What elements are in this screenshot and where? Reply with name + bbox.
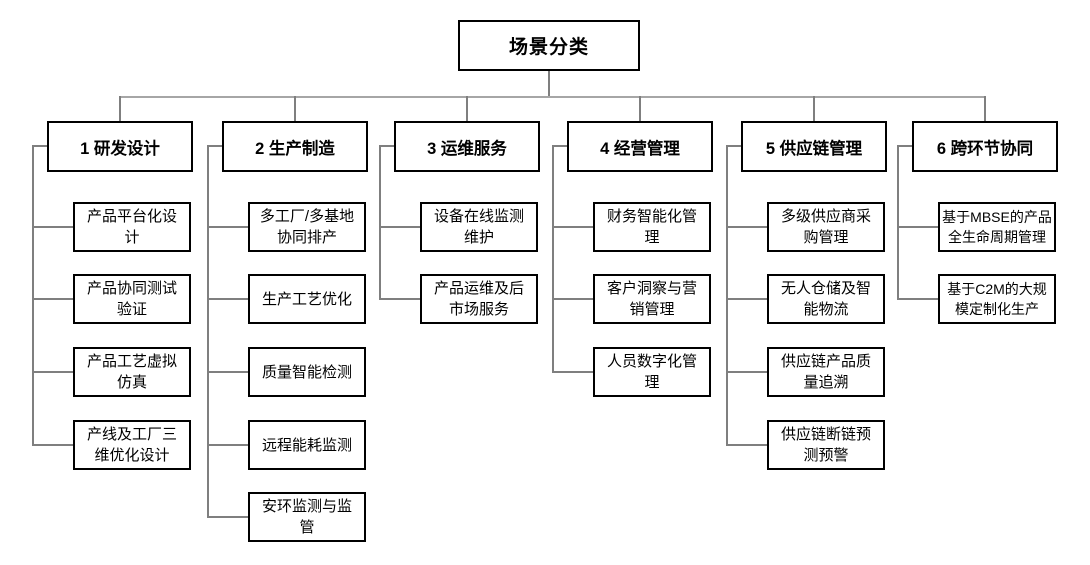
branch-6-header: 6 跨环节协同 (912, 121, 1058, 172)
connector-branch-3-elbow (379, 145, 394, 147)
connector-branch-4-spine (552, 145, 554, 372)
branch-2-child-4: 远程能耗监测 (248, 420, 366, 470)
connector-drop-branch-3 (466, 96, 468, 121)
connector-branch-6-spine (897, 145, 899, 299)
branch-1-header: 1 研发设计 (47, 121, 193, 172)
connector-branch-1-stub-3 (32, 371, 73, 373)
connector-branch-1-stub-4 (32, 444, 73, 446)
branch-4-child-3: 人员数字化管 理 (593, 347, 711, 397)
connector-branch-2-stub-3 (207, 371, 248, 373)
connector-branch-6-elbow (897, 145, 912, 147)
connector-drop-branch-4 (639, 96, 641, 121)
connector-branch-2-stub-2 (207, 298, 248, 300)
connector-branch-2-stub-4 (207, 444, 248, 446)
connector-trunk (119, 96, 986, 98)
connector-drop-branch-6 (984, 96, 986, 121)
connector-branch-1-stub-2 (32, 298, 73, 300)
branch-4-header: 4 经营管理 (567, 121, 713, 172)
branch-6-child-2: 基于C2M的大规 模定制化生产 (938, 274, 1056, 324)
connector-branch-3-stub-1 (379, 226, 420, 228)
connector-branch-6-stub-2 (897, 298, 938, 300)
branch-1-child-3: 产品工艺虚拟 仿真 (73, 347, 191, 397)
connector-root-stem (548, 71, 550, 97)
connector-branch-2-elbow (207, 145, 222, 147)
branch-5-header: 5 供应链管理 (741, 121, 887, 172)
connector-branch-1-elbow (32, 145, 47, 147)
connector-branch-4-elbow (552, 145, 567, 147)
connector-branch-1-stub-1 (32, 226, 73, 228)
connector-branch-5-stub-2 (726, 298, 767, 300)
connector-branch-6-stub-1 (897, 226, 938, 228)
branch-1-child-1: 产品平台化设 计 (73, 202, 191, 252)
connector-drop-branch-2 (294, 96, 296, 121)
branch-2-child-1: 多工厂/多基地 协同排产 (248, 202, 366, 252)
connector-branch-5-stub-1 (726, 226, 767, 228)
connector-branch-2-spine (207, 145, 209, 517)
branch-3-child-1: 设备在线监测 维护 (420, 202, 538, 252)
branch-4-child-1: 财务智能化管 理 (593, 202, 711, 252)
node-root-scene-classification: 场景分类 (458, 20, 640, 71)
branch-3-header: 3 运维服务 (394, 121, 540, 172)
branch-5-child-4: 供应链断链预 测预警 (767, 420, 885, 470)
connector-branch-5-stub-3 (726, 371, 767, 373)
connector-branch-2-stub-1 (207, 226, 248, 228)
branch-5-child-3: 供应链产品质 量追溯 (767, 347, 885, 397)
connector-branch-5-stub-4 (726, 444, 767, 446)
branch-6-child-1: 基于MBSE的产品 全生命周期管理 (938, 202, 1056, 252)
connector-branch-1-spine (32, 145, 34, 445)
branch-5-child-2: 无人仓储及智 能物流 (767, 274, 885, 324)
branch-3-child-2: 产品运维及后 市场服务 (420, 274, 538, 324)
branch-1-child-2: 产品协同测试 验证 (73, 274, 191, 324)
connector-branch-3-spine (379, 145, 381, 299)
connector-branch-4-stub-1 (552, 226, 593, 228)
branch-2-header: 2 生产制造 (222, 121, 368, 172)
branch-5-child-1: 多级供应商采 购管理 (767, 202, 885, 252)
connector-drop-branch-5 (813, 96, 815, 121)
branch-4-child-2: 客户洞察与营 销管理 (593, 274, 711, 324)
branch-1-child-4: 产线及工厂三 维优化设计 (73, 420, 191, 470)
connector-branch-2-stub-5 (207, 516, 248, 518)
connector-branch-5-elbow (726, 145, 741, 147)
branch-2-child-3: 质量智能检测 (248, 347, 366, 397)
branch-2-child-5: 安环监测与监 管 (248, 492, 366, 542)
connector-branch-4-stub-3 (552, 371, 593, 373)
connector-branch-3-stub-2 (379, 298, 420, 300)
connector-drop-branch-1 (119, 96, 121, 121)
connector-branch-5-spine (726, 145, 728, 445)
branch-2-child-2: 生产工艺优化 (248, 274, 366, 324)
connector-branch-4-stub-2 (552, 298, 593, 300)
